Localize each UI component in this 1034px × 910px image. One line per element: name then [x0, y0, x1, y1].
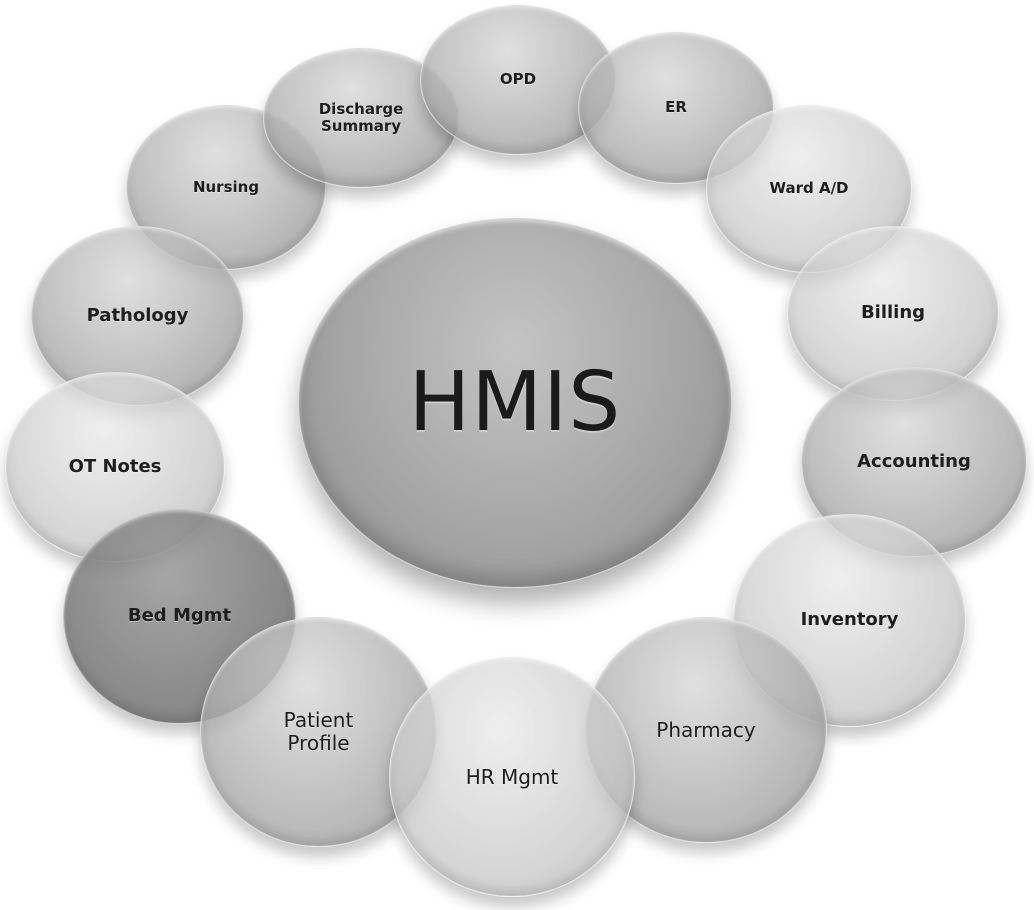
module-label-pathology: Pathology — [86, 304, 189, 326]
module-label-nursing: Nursing — [192, 177, 260, 196]
module-billing: Billing — [787, 226, 999, 401]
module-label-bed-mgmt: Bed Mgmt — [127, 605, 232, 627]
module-label-ot-notes: OT Notes — [68, 455, 162, 477]
module-label-billing: Billing — [860, 302, 926, 324]
module-label-ward-ad: Ward A/D — [769, 179, 849, 198]
module-hr-mgmt: HR Mgmt — [389, 657, 635, 897]
module-er: ER — [578, 32, 774, 184]
hub-disc: HMIS — [298, 218, 732, 588]
module-label-discharge-summary: Discharge Summary — [318, 99, 404, 135]
module-label-patient-profile: Patient Profile — [283, 708, 354, 755]
module-label-inventory: Inventory — [800, 609, 899, 631]
module-label-accounting: Accounting — [857, 450, 971, 472]
module-label-pharmacy: Pharmacy — [656, 717, 756, 742]
module-discharge-summary: Discharge Summary — [263, 48, 459, 188]
module-label-er: ER — [665, 98, 687, 117]
hub-title: HMIS — [408, 354, 622, 450]
module-label-hr-mgmt: HR Mgmt — [465, 764, 559, 789]
module-label-opd: OPD — [499, 70, 537, 89]
